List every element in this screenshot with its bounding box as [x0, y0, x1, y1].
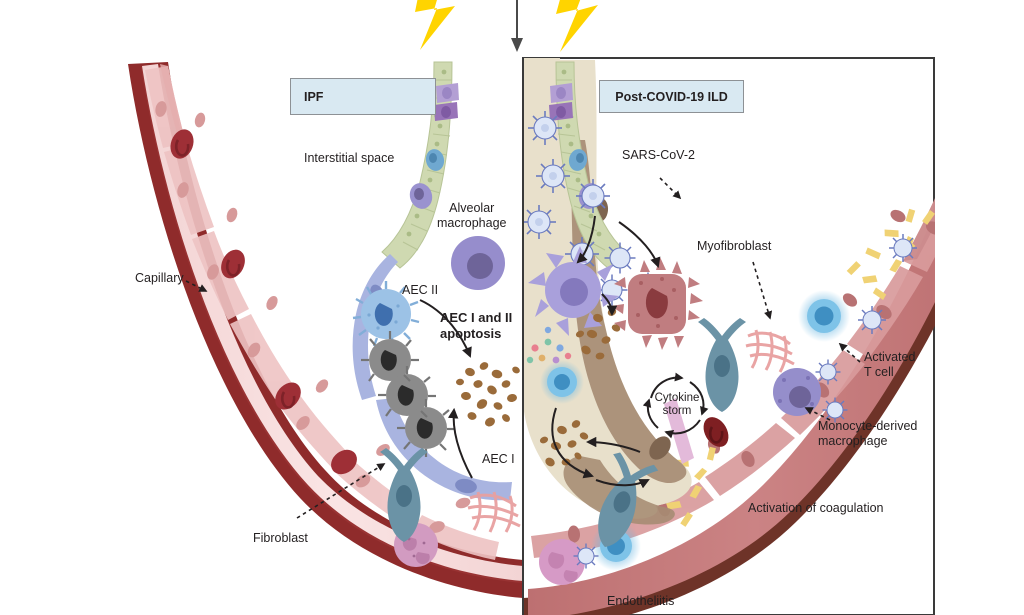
cytokine-storm-line-1: Cytokine: [654, 392, 700, 404]
leader-lines: [185, 177, 861, 519]
capillary-right: [523, 198, 935, 615]
capillary-left: [128, 62, 523, 598]
cytokine-molecules: [526, 326, 572, 364]
label-cytokine-storm: Cytokine storm: [648, 392, 706, 418]
label-sars-cov-2: SARS-CoV-2: [622, 148, 695, 162]
lightning-bolt-icon: [415, 0, 598, 52]
label-monocyte-derived-macrophage: Monocyte-derived macrophage: [818, 419, 918, 449]
label-capillary: Capillary: [135, 271, 184, 285]
red-blood-cell: [703, 417, 729, 447]
leukocyte: [539, 539, 585, 585]
panel-label-ipf: IPF: [290, 78, 436, 115]
t-cell-alveolar: [540, 360, 584, 404]
label-alveolar-macrophage: Alveolar macrophage: [437, 201, 507, 231]
virus-particle: [573, 234, 917, 569]
apoptotic-debris: [456, 362, 520, 427]
label-activation-of-coagulation: Activation of coagulation: [748, 501, 884, 515]
apoptotic-debris: [539, 420, 589, 467]
panel-label-ipf-text: IPF: [304, 89, 324, 104]
cytokine-storm-line-2: storm: [662, 404, 692, 417]
collagen-fibers: [467, 491, 521, 533]
label-aec-i: AEC I: [482, 452, 515, 466]
monocyte-derived-macrophage: [773, 368, 821, 416]
senescent-cell: [361, 331, 455, 457]
label-endotheliitis: Endotheliitis: [607, 594, 675, 608]
down-arrow-icon: [511, 0, 523, 52]
activated-macrophage: [528, 246, 619, 336]
aec-ii-cell: [352, 281, 420, 347]
label-aec-apoptosis: AEC I and II apoptosis: [440, 310, 513, 341]
alveolar-macrophage: [451, 236, 505, 290]
red-blood-cell: [170, 129, 357, 475]
label-interstitial-space: Interstitial space: [304, 151, 395, 165]
ipf-cells: [352, 236, 521, 542]
panel-label-post-covid: Post-COVID-19 ILD: [599, 80, 744, 113]
label-activated-t-cell: Activated T cell: [864, 350, 916, 380]
myofibroblast-cell: [698, 318, 746, 412]
label-aec-ii: AEC II: [402, 283, 439, 297]
collagen-fibers: [745, 329, 795, 373]
label-fibroblast: Fibroblast: [253, 531, 308, 545]
process-arrows: [419, 215, 709, 489]
label-myofibroblast: Myofibroblast: [697, 239, 772, 253]
fibroblast-cell: [380, 448, 428, 542]
panel-label-post-covid-text: Post-COVID-19 ILD: [615, 89, 728, 104]
myofibroblast-cell: [598, 452, 659, 547]
